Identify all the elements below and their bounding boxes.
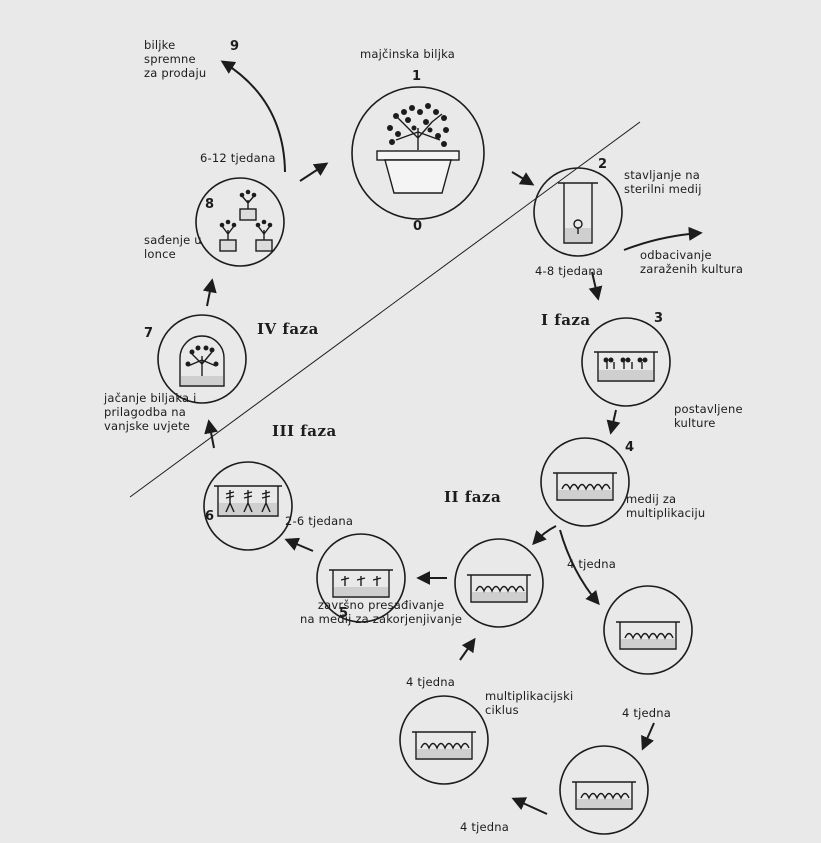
node-5-number: 5 xyxy=(339,606,349,621)
cycle-vessel-b-icon xyxy=(616,621,680,650)
phase-ii-label: II faza xyxy=(444,488,502,506)
rooted-plantlets-icon xyxy=(214,485,282,517)
phase-divider-line xyxy=(129,121,641,498)
arrow-2-to-3 xyxy=(588,271,603,301)
node-1-number: 1 xyxy=(412,69,422,84)
node-7-number: 7 xyxy=(144,326,154,341)
potted-plants-icon xyxy=(219,189,273,252)
node-3-number: 3 xyxy=(654,311,664,326)
duration-4-weeks-b: 4 tjedna xyxy=(622,706,671,720)
arrow-1-to-2 xyxy=(511,171,535,186)
arrow-4-to-cycle-a xyxy=(532,525,557,546)
phase-i-label: I faza xyxy=(541,311,591,329)
node-2-label: stavljanje na sterilni medij xyxy=(624,168,702,196)
arrow-cycle-b-to-c xyxy=(641,722,655,751)
node-cycle-a-circle xyxy=(454,538,544,628)
node-8-circle xyxy=(195,177,285,267)
mother-plant-icon xyxy=(376,103,460,194)
node-1-circle xyxy=(351,86,485,220)
node-6-number: 6 xyxy=(205,509,215,524)
node-5-circle xyxy=(316,533,406,623)
node-7-circle xyxy=(157,314,247,404)
node-4-label: medij za multiplikaciju xyxy=(626,492,706,520)
cycle-vessel-d-icon xyxy=(412,731,476,760)
node-1-label: majčinska biljka xyxy=(360,47,455,61)
arrow-6-to-7 xyxy=(204,419,218,449)
arrow-7-to-8 xyxy=(202,278,217,307)
cycle-vessel-c-icon xyxy=(572,781,636,810)
node-4-circle xyxy=(540,437,630,527)
duration-4-weeks-d: 4 tjedna xyxy=(460,820,509,834)
duration-4-weeks-a: 4 tjedna xyxy=(567,557,616,571)
node-6-circle xyxy=(203,461,293,551)
duration-6-12-weeks: 6-12 tjedana xyxy=(200,151,276,165)
multiplication-cycle-label: multiplikacijski ciklus xyxy=(485,689,574,717)
node-7-label: jačanje biljaka i prilagodba na vanjske … xyxy=(104,391,197,433)
arrow-4-to-cycle-b xyxy=(559,529,600,606)
node-cycle-b-circle xyxy=(603,585,693,675)
duration-4-8-weeks: 4-8 tjedana xyxy=(535,264,604,278)
acclimatization-bell-jar-icon xyxy=(179,335,225,387)
node-cycle-c-circle xyxy=(559,745,649,835)
arrow-cycle-c-to-d xyxy=(511,797,548,815)
node-5-label: završno presađivanje na medij za zakorje… xyxy=(300,598,463,626)
node-9-number: 9 xyxy=(230,39,240,54)
established-culture-icon xyxy=(594,351,658,382)
rooting-medium-icon xyxy=(329,569,393,598)
arrow-8-to-9 xyxy=(220,60,286,173)
node-8-label: sađenje u lonce xyxy=(144,233,202,261)
duration-2-6-weeks: 2-6 tjedana xyxy=(285,514,354,528)
node-2-number: 2 xyxy=(598,157,608,172)
node-3-circle xyxy=(581,317,671,407)
node-4-number: 4 xyxy=(625,440,635,455)
duration-4-weeks-c: 4 tjedna xyxy=(406,675,455,689)
multiplication-vessel-icon xyxy=(553,472,617,501)
node-3-label: postavljene kulture xyxy=(674,402,743,430)
node-cycle-d-circle xyxy=(399,695,489,785)
phase-iii-label: III faza xyxy=(272,422,337,440)
node-1-sub-number: 0 xyxy=(413,219,423,234)
phase-iv-label: IV faza xyxy=(257,320,319,338)
arrow-8-to-1 xyxy=(299,162,329,182)
cycle-vessel-a-icon xyxy=(467,574,531,603)
arrow-5-to-6 xyxy=(284,537,314,552)
node-8-number: 8 xyxy=(205,197,215,212)
arrow-3-to-4 xyxy=(606,409,621,435)
arrow-cycle-d-to-a xyxy=(459,637,476,661)
reject-note-label: odbacivanje zaraženih kultura xyxy=(640,248,744,276)
sterile-medium-tube-icon xyxy=(558,182,598,244)
node-2-circle xyxy=(533,167,623,257)
node-9-label: biljke spremne za prodaju xyxy=(144,38,207,80)
arrow-2-to-reject xyxy=(623,226,703,251)
